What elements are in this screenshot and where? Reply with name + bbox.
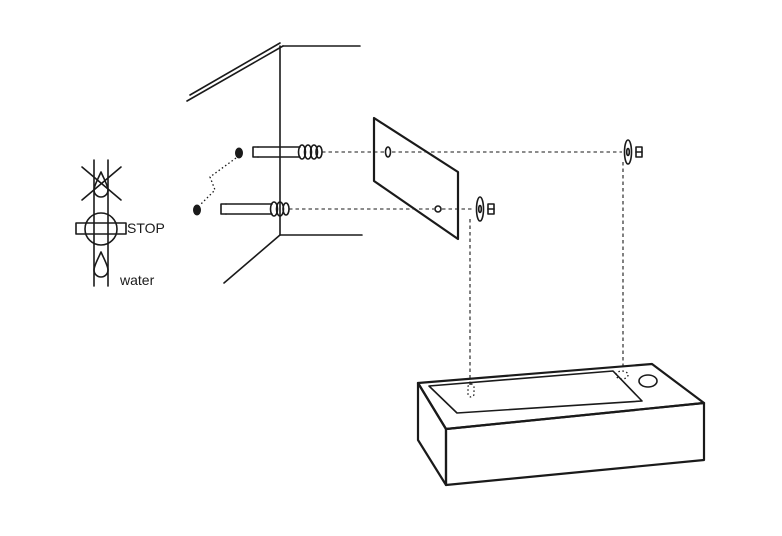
hole-upper [235,147,243,159]
slot-upper [384,146,392,158]
wall-plug-lower [220,201,290,217]
stop-label: STOP [127,220,165,236]
hole-plate-lower [434,205,442,213]
alignment-lines [289,151,624,385]
rear-slot-left [467,383,475,398]
drill-holes [193,147,243,216]
washer-nut-lower [475,196,495,222]
mounting-plate [372,116,460,241]
drop-icon [93,251,109,278]
valve-handle [75,222,127,235]
drop-icon-crossed [93,171,109,198]
tap-hole [638,374,658,388]
water-label: water [119,272,155,288]
wall-plug-upper [252,144,323,160]
valve-icon [84,212,118,246]
washbasin [416,362,706,487]
basin-bowl [428,370,643,414]
washer-nut-upper [623,139,643,165]
wall-corner [186,42,363,284]
water-stop-symbol: STOP water [75,159,165,288]
hole-lower [193,204,201,216]
rear-slot-right [615,370,629,380]
